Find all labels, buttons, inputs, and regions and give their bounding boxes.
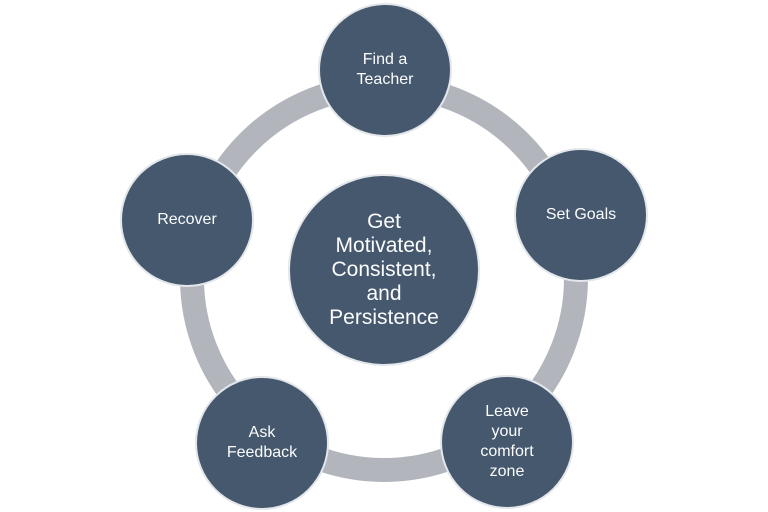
node-find-a-teacher: Find a Teacher: [318, 3, 452, 137]
node-set-goals: Set Goals: [514, 148, 648, 282]
node-recover: Recover: [120, 153, 254, 287]
node-leave-your-comfort-zone: Leave your comfort zone: [440, 375, 574, 509]
node-recover-label: Recover: [157, 211, 217, 228]
center-node-label: Get Motivated, Consistent, and Persisten…: [329, 210, 439, 329]
node-leave-your-comfort-zone-label: Leave your comfort zone: [480, 403, 534, 480]
node-ask-feedback: Ask Feedback: [195, 376, 329, 510]
node-find-a-teacher-label: Find a Teacher: [356, 51, 414, 88]
center-node: Get Motivated, Consistent, and Persisten…: [288, 174, 480, 366]
node-set-goals-label: Set Goals: [545, 206, 617, 223]
node-ask-feedback-label: Ask Feedback: [226, 424, 298, 461]
